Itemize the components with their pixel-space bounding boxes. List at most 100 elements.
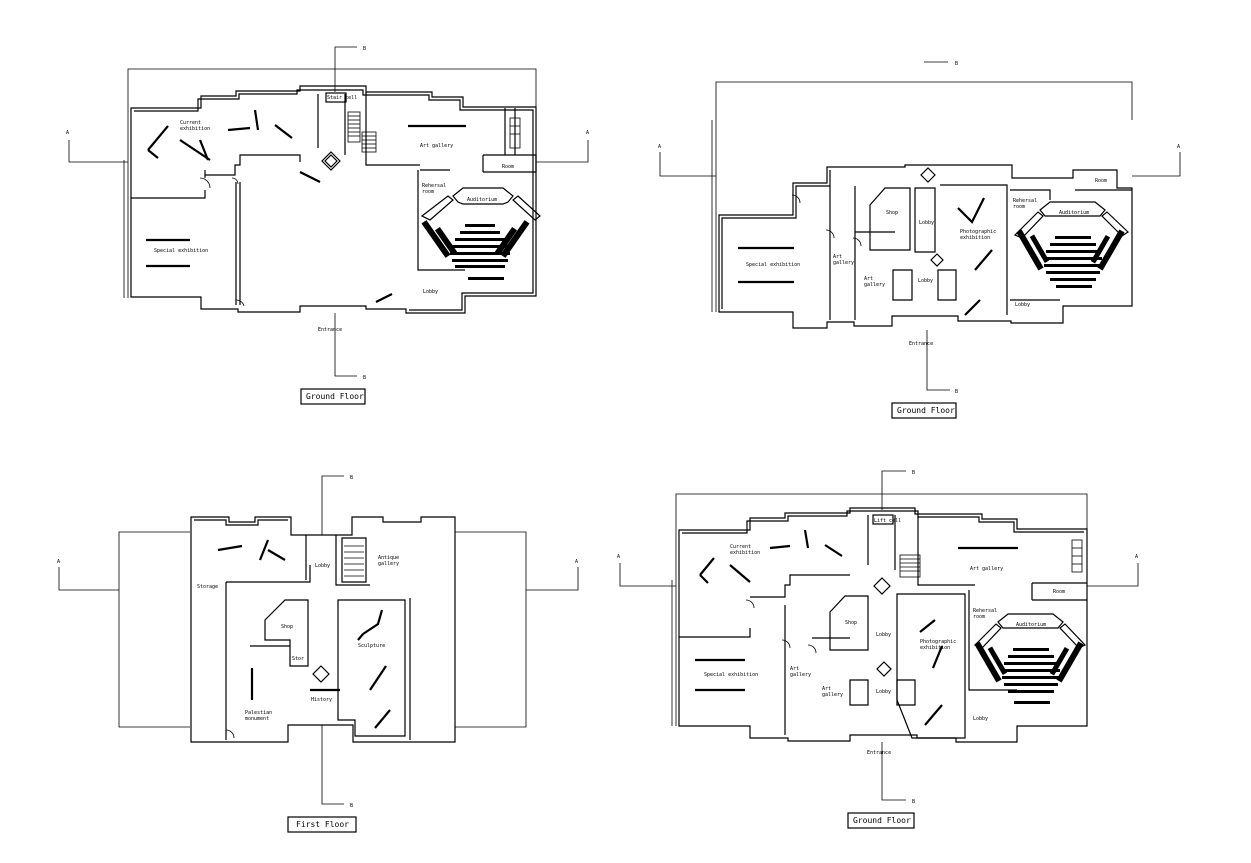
room-label-room: Room <box>1053 589 1065 595</box>
interior-wall <box>131 190 206 199</box>
shop-room <box>264 599 309 667</box>
dimension-line <box>675 493 1088 726</box>
atrium-diamond <box>312 665 330 683</box>
outer-wall <box>678 507 1088 743</box>
door <box>225 729 235 739</box>
atrium-diamond <box>873 577 891 595</box>
stair <box>347 111 377 153</box>
room-label-auditorium: Auditorium <box>467 197 497 203</box>
plan-title: Ground Floor <box>897 406 955 415</box>
stair-cell <box>325 92 347 103</box>
stair <box>899 554 921 578</box>
svg-text:A: A <box>57 559 60 565</box>
svg-text:B: B <box>350 803 353 809</box>
atrium-diamond-inner <box>324 154 338 168</box>
stair-cell <box>341 537 367 583</box>
plan-title-box <box>891 402 957 419</box>
room-label-lobby: Lobby <box>315 563 330 569</box>
inner-wall <box>682 510 1084 534</box>
dimension-line <box>118 531 190 728</box>
section-marker-a: A A <box>658 144 1181 177</box>
plan-title: First Floor <box>296 820 349 829</box>
svg-text:A: A <box>575 559 578 565</box>
interior-wall <box>750 574 850 598</box>
plan-title: Ground Floor <box>853 816 911 825</box>
room-label-shop: Shop <box>281 624 293 630</box>
stair <box>344 545 364 577</box>
svg-text:B: B <box>912 470 915 476</box>
interior-wall <box>205 154 301 176</box>
outer-wall <box>718 164 1133 329</box>
room-label-lobby-2: Lobby <box>876 689 891 695</box>
door <box>791 194 801 204</box>
svg-text:B: B <box>350 475 353 481</box>
room-label-history: History <box>311 697 332 703</box>
dimension-line <box>127 68 537 298</box>
interior-wall <box>968 590 1017 691</box>
svg-text:B: B <box>363 375 366 381</box>
auditorium <box>973 613 1086 704</box>
room-label-room: Room <box>502 164 514 170</box>
interior-wall <box>679 628 751 638</box>
section-marker-a: A A <box>66 130 589 163</box>
lobby-room <box>849 679 869 706</box>
interior-wall <box>1010 189 1051 200</box>
section-marker-b: B B <box>881 470 915 805</box>
display-panels <box>738 197 993 316</box>
atrium-diamond <box>876 661 892 677</box>
section-marker-b: B B <box>926 61 958 395</box>
room-label-sculpture: Sculpture <box>358 643 385 649</box>
room-label-art-gallery: Art gallery <box>420 143 453 149</box>
plan-title: Ground Floor <box>306 392 364 401</box>
atrium-diamond <box>321 151 341 171</box>
room-label-auditorium: Auditorium <box>1016 622 1046 628</box>
atrium-diamond <box>930 253 944 267</box>
lobby-room <box>914 187 936 253</box>
svg-text:A: A <box>658 144 661 150</box>
section-marker-b: B B <box>321 475 353 809</box>
toilet-block <box>509 117 521 149</box>
svg-text:B: B <box>912 799 915 805</box>
shop-room <box>829 595 869 651</box>
svg-text:B: B <box>363 46 366 52</box>
door <box>852 237 862 247</box>
plan-ground-floor-4: Lift cell <box>617 470 1139 829</box>
plan-title-box <box>287 816 357 833</box>
interior-wall <box>483 154 537 172</box>
svg-text:A: A <box>66 130 69 136</box>
room-label-art-gallery: Art gallery <box>970 566 1003 572</box>
atrium-diamond <box>920 167 936 183</box>
dimension-line <box>715 81 1133 312</box>
display-panels <box>146 109 466 303</box>
interior-wall <box>917 517 975 586</box>
room-label-special-exhibition: Special exhibition <box>704 672 758 678</box>
inner-wall <box>194 519 288 526</box>
dimension-line <box>455 531 527 728</box>
svg-text:B: B <box>955 61 958 67</box>
room-label-lobby: Lobby <box>919 220 934 226</box>
room-label-storage: Storage <box>197 584 218 590</box>
lobby-room <box>892 269 913 301</box>
door <box>235 299 245 307</box>
room-label-lobby: Lobby <box>423 289 438 295</box>
door <box>231 177 239 185</box>
auditorium <box>1013 201 1129 288</box>
door <box>199 177 211 189</box>
inner-wall <box>134 89 534 311</box>
lobby-room <box>896 679 916 706</box>
lift-label: Lift cell <box>874 518 901 524</box>
stair-label: Stair cell <box>327 95 357 101</box>
toilet-block <box>1071 539 1083 573</box>
